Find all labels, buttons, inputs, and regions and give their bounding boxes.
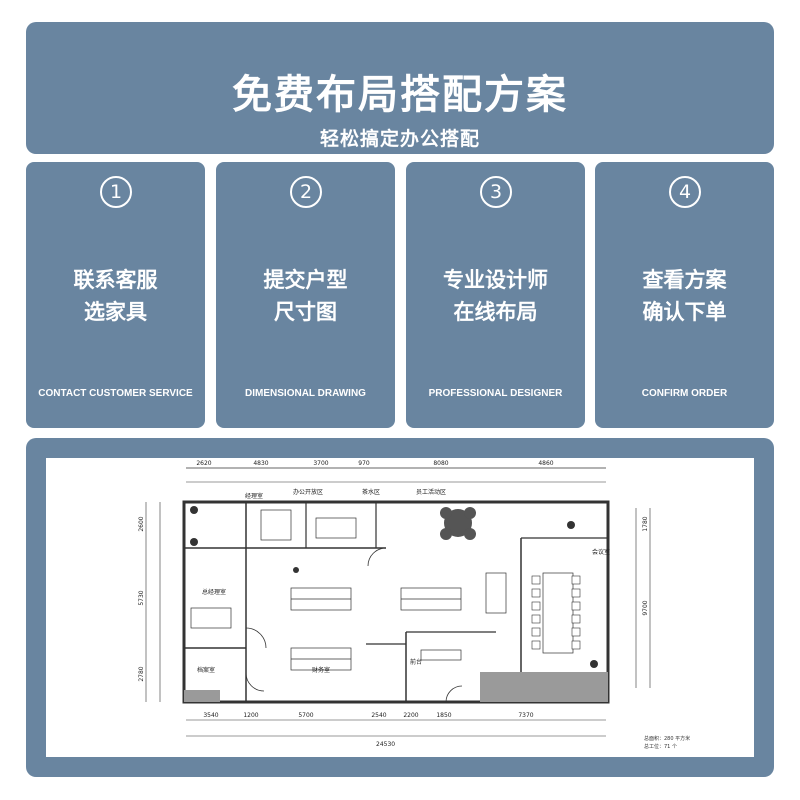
step-number-badge: 2: [290, 176, 322, 208]
step-english: CONTACT CUSTOMER SERVICE: [38, 388, 193, 399]
step-title-line1: 提交户型: [263, 268, 348, 292]
step-card-3: 3 专业设计师 在线布局 PROFESSIONAL DESIGNER: [406, 162, 585, 428]
total-dimension: 24530: [376, 741, 395, 748]
step-title-line2: 选家具: [84, 300, 147, 324]
floorplan-panel: 2620 4830 3700 970 8080 4860: [26, 438, 774, 777]
left-dimension-label: 5730: [138, 590, 145, 605]
room-label: 财务室: [312, 666, 330, 674]
step-english: CONFIRM ORDER: [641, 388, 728, 399]
step-title: 专业设计师 在线布局: [406, 264, 585, 328]
step-english: PROFESSIONAL DESIGNER: [428, 388, 563, 399]
left-dimension-label: 2600: [138, 516, 145, 531]
header-banner: 免费布局搭配方案 轻松搞定办公搭配: [26, 22, 774, 154]
conference-chair: [571, 575, 581, 585]
room-label: 茶水区: [362, 488, 380, 496]
step-title-line2: 确认下单: [642, 300, 727, 324]
legend-area: 总面积：280 平方米: [644, 735, 690, 742]
bottom-dimension-label: 1850: [436, 712, 451, 719]
room-label: 总经理室: [202, 588, 226, 596]
conference-chair: [571, 640, 581, 650]
step-title-line1: 专业设计师: [443, 268, 548, 292]
step-number-badge: 3: [480, 176, 512, 208]
conference-chair: [571, 614, 581, 624]
floorplan-drawing: 2620 4830 3700 970 8080 4860: [138, 460, 690, 750]
page-subtitle: 轻松搞定办公搭配: [319, 128, 480, 150]
right-dimension-label: 9700: [642, 600, 649, 615]
top-dimension-label: 3700: [313, 460, 328, 467]
conference-chair: [571, 627, 581, 637]
step-card-4: 4 查看方案 确认下单 CONFIRM ORDER: [595, 162, 774, 428]
conference-chair: [571, 588, 581, 598]
conference-chair: [531, 588, 541, 598]
step-title: 查看方案 确认下单: [595, 264, 774, 328]
top-dimension-label: 2620: [196, 460, 211, 467]
room-label: 档案室: [197, 666, 215, 674]
step-card-2: 2 提交户型 尺寸图 DIMENSIONAL DRAWING: [216, 162, 395, 428]
conference-chair: [531, 575, 541, 585]
top-dimension-label: 4860: [538, 460, 553, 467]
legend-seats: 总工位：71 个: [644, 743, 677, 750]
bottom-dimension-label: 1200: [243, 712, 258, 719]
step-number-badge: 4: [669, 176, 701, 208]
step-title: 提交户型 尺寸图: [216, 264, 395, 328]
top-dimension-label: 8080: [433, 460, 448, 467]
top-dimension-label: 4830: [253, 460, 268, 467]
floorplan-sheet: 2620 4830 3700 970 8080 4860: [46, 458, 754, 757]
top-dimension-label: 970: [358, 460, 370, 467]
room-label: 经理室: [245, 492, 263, 500]
bottom-dimension-label: 2540: [371, 712, 386, 719]
step-title-line2: 尺寸图: [274, 300, 337, 324]
bottom-dimension-label: 5700: [298, 712, 313, 719]
room-label: 前台: [410, 658, 422, 666]
step-title-line2: 在线布局: [453, 300, 538, 324]
conference-chair: [531, 640, 541, 650]
conference-chair: [531, 627, 541, 637]
bottom-dimension-label: 2200: [403, 712, 418, 719]
step-english: DIMENSIONAL DRAWING: [245, 388, 366, 399]
left-dimension-label: 2780: [138, 666, 145, 681]
conference-chair: [531, 614, 541, 624]
step-card-1: 1 联系客服 选家具 CONTACT CUSTOMER SERVICE: [26, 162, 205, 428]
right-dimension-label: 1780: [642, 516, 649, 531]
conference-chair: [531, 601, 541, 611]
bottom-dimension-label: 3540: [203, 712, 218, 719]
room-label: 会议室: [592, 548, 610, 556]
step-title-line1: 查看方案: [642, 268, 727, 292]
room-label: 员工活动区: [416, 488, 446, 496]
page-title: 免费布局搭配方案: [232, 72, 568, 118]
bottom-dimension-label: 7370: [518, 712, 533, 719]
conference-chair: [571, 601, 581, 611]
step-title: 联系客服 选家具: [26, 264, 205, 328]
step-title-line1: 联系客服: [73, 268, 158, 292]
room-label: 办公开放区: [293, 488, 323, 496]
step-number-badge: 1: [100, 176, 132, 208]
